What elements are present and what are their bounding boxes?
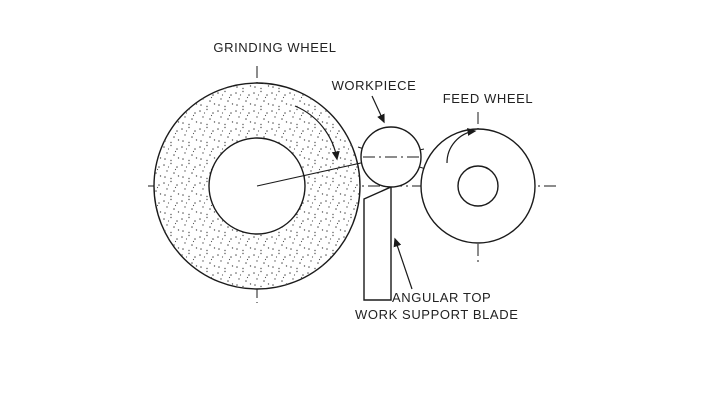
grinding-wheel-rotation-arrow <box>294 105 340 161</box>
blade-label-line1: ANGULAR TOP <box>392 290 491 305</box>
grinding-wheel-label: GRINDING WHEEL <box>213 40 336 55</box>
feed-wheel-label: FEED WHEEL <box>443 91 534 106</box>
feed-wheel-rotation-arrow <box>446 127 477 164</box>
workpiece-pointer-arrow <box>371 95 385 124</box>
workpiece-label: WORKPIECE <box>332 78 417 93</box>
blade-label-line2: WORK SUPPORT BLADE <box>355 307 518 322</box>
work-support-blade <box>363 185 392 301</box>
blade-pointer-arrow <box>393 237 413 290</box>
feed-wheel-hub <box>457 165 499 207</box>
